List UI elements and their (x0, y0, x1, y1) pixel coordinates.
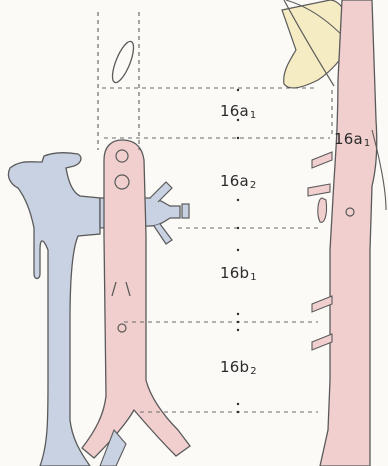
label-16a1-left: 16a1 (220, 102, 255, 120)
aorta-shape (82, 140, 190, 466)
label-16a2: 16a2 (220, 172, 255, 190)
vena-cava-shape (8, 153, 100, 466)
label-16b1: 16b1 (220, 264, 256, 282)
label-16a1-right: 16a1 (334, 130, 369, 148)
esophagus-outline (108, 39, 137, 85)
label-16b2: 16b2 (220, 358, 256, 376)
